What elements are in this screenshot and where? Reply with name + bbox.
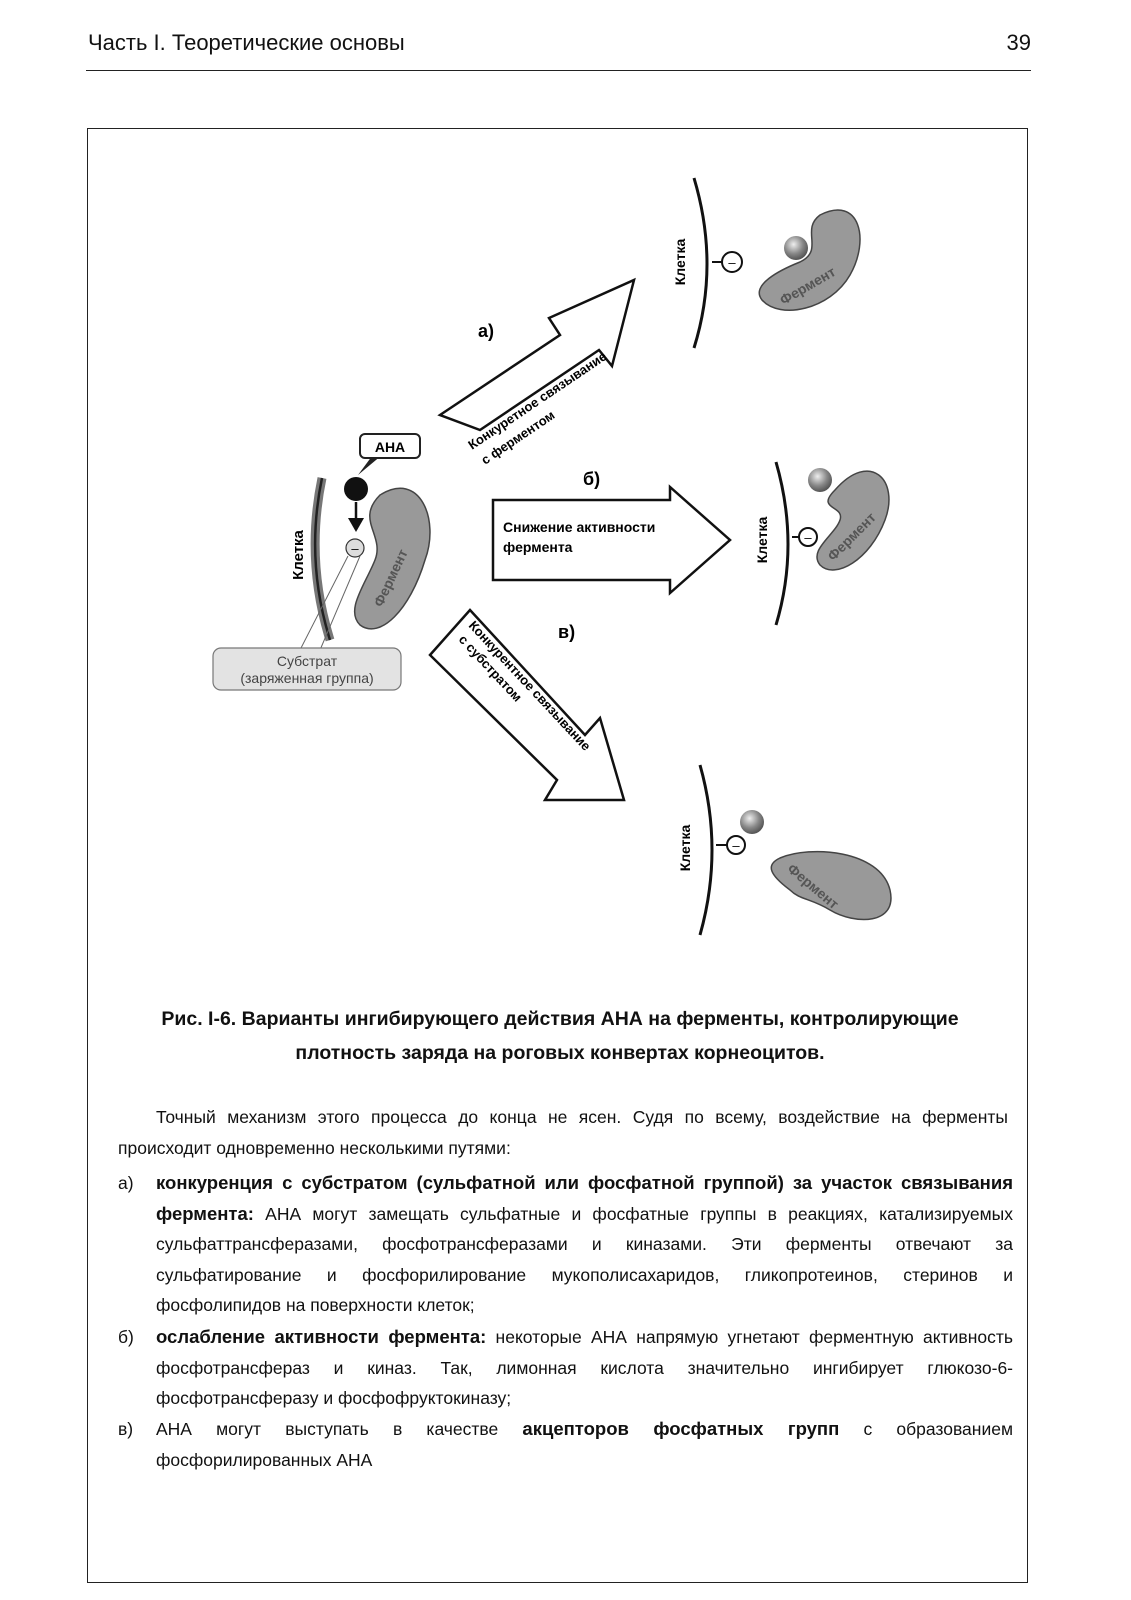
- list-marker: а): [118, 1173, 134, 1193]
- aha-ball: [784, 236, 808, 260]
- result-a: Клетка – Фермент: [672, 177, 861, 349]
- aha-ball: [740, 810, 764, 834]
- enzyme-shape: [816, 470, 890, 571]
- item-bold: ослабление активности фермента:: [156, 1326, 487, 1347]
- cell-label: Клетка: [290, 529, 307, 579]
- svg-text:–: –: [351, 541, 359, 556]
- intro-paragraph: Точный механизм этого процесса до конца …: [118, 1107, 1008, 1158]
- aha-ball: [808, 468, 832, 492]
- substrate-label-box: [212, 647, 402, 691]
- enzyme-shape: [758, 209, 861, 311]
- result-b: Клетка – Фермент: [754, 461, 890, 626]
- arrow-c-shape: [428, 608, 626, 802]
- svg-text:–: –: [732, 838, 740, 853]
- svg-text:фермента: фермента: [503, 539, 573, 555]
- charge-circle: [345, 538, 365, 558]
- cell-membrane: [692, 177, 709, 349]
- svg-text:Клетка: Клетка: [677, 825, 693, 872]
- svg-text:–: –: [804, 530, 812, 545]
- aha-molecule: [344, 477, 368, 501]
- caption-line1: Варианты ингибирующего действия АНА на ф…: [236, 1008, 959, 1030]
- charge-circle: [798, 527, 818, 547]
- arrow-b-shape: [491, 484, 732, 596]
- label-b: б): [583, 469, 600, 489]
- arrow-a: Конкуретное связывание с ферментом а): [437, 277, 636, 467]
- cell-membrane: [698, 764, 714, 936]
- item-text: некоторые АНА напрямую угнетают ферментн…: [156, 1327, 1013, 1408]
- enzyme-shape: [770, 850, 892, 921]
- item-bold: конкуренция с субстратом (сульфатной или…: [156, 1172, 1013, 1224]
- item-text-pre: АНА могут выступать в качестве: [156, 1419, 523, 1439]
- svg-text:Клетка: Клетка: [754, 517, 770, 564]
- center-state: Клетка Фермент – АНА Субстрат (заряженна…: [212, 433, 431, 691]
- arrow-c: Конкурентное связывание с субстратом в): [428, 608, 626, 802]
- label-c: в): [558, 622, 575, 642]
- caption-line2: плотность заряда на роговых конвертах ко…: [295, 1042, 825, 1064]
- down-arrow: [348, 518, 364, 532]
- charge-circle: [721, 251, 743, 273]
- cell-membrane: [774, 461, 790, 626]
- label-a: а): [478, 321, 494, 341]
- svg-text:Клетка: Клетка: [672, 239, 688, 286]
- figure-caption: Рис. I-6. Варианты ингибирующего действи…: [130, 1002, 990, 1070]
- list-marker: в): [118, 1419, 134, 1439]
- result-c: Клетка – Фермент: [677, 764, 892, 936]
- figure-frame: [87, 128, 1028, 1583]
- item-text: с образованием фосфорилированных АНА: [156, 1419, 1013, 1470]
- caption-lead: Рис. I-6.: [161, 1008, 237, 1030]
- svg-text:–: –: [728, 255, 736, 270]
- inhibition-diagram: Клетка Фермент – АНА Субстрат (заряженна…: [212, 177, 892, 936]
- arrow-a-shape: [437, 277, 636, 432]
- header-rule: [86, 70, 1031, 71]
- running-header-title: Часть I. Теоретические основы: [88, 30, 405, 55]
- aha-callout: [359, 433, 421, 459]
- item-bold: акцепторов фосфатных групп: [522, 1418, 840, 1439]
- page-number: 39: [1006, 30, 1031, 55]
- svg-text:(заряженная группа): (заряженная группа): [240, 670, 373, 686]
- svg-text:Снижение активности: Снижение активности: [503, 519, 655, 535]
- charge-circle: [726, 835, 746, 855]
- list-marker: б): [118, 1327, 134, 1347]
- arrow-b: Снижение активности фермента б): [491, 469, 732, 596]
- item-text: АНА могут замещать сульфатные и фосфатны…: [156, 1203, 1013, 1316]
- enzyme-shape: [353, 487, 431, 630]
- svg-text:Субстрат: Субстрат: [277, 653, 338, 669]
- svg-text:АНА: АНА: [375, 439, 405, 455]
